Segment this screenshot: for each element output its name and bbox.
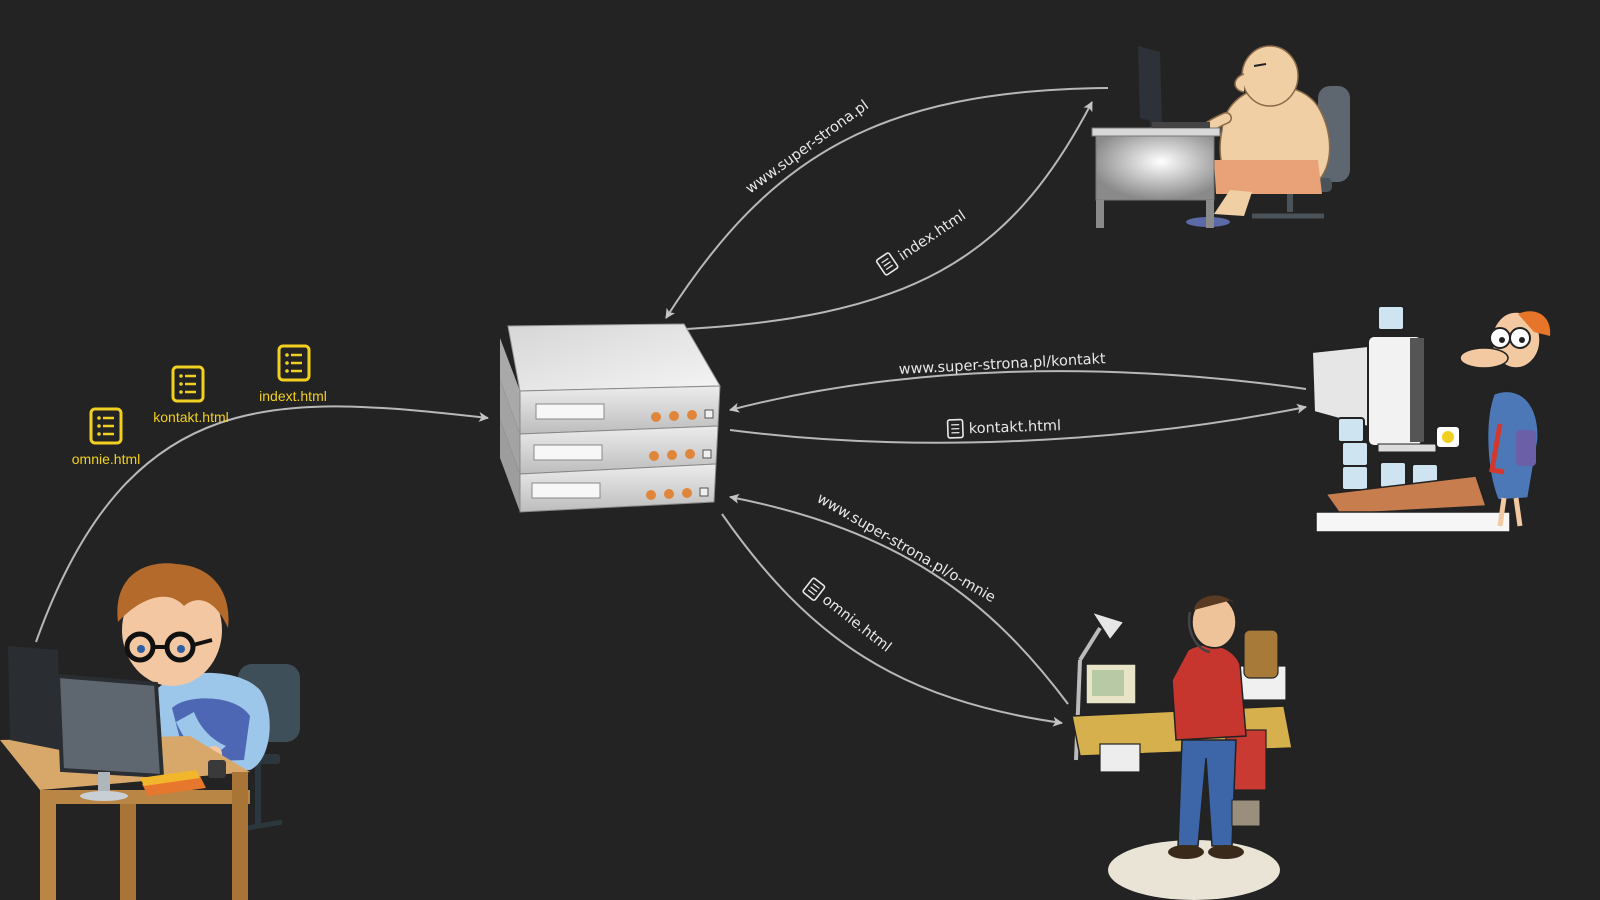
arrow-request-home: [665, 87, 1109, 319]
document-list-icon: [89, 407, 123, 445]
request-label-home: www.super-strona.pl: [743, 97, 872, 197]
arrow-response-home: [663, 101, 1093, 331]
url-about-text: www.super-strona.pl/o-mnie: [814, 491, 998, 606]
uploaded-file-kontakt: kontakt.html: [153, 365, 229, 425]
file-name-omnie: omnie.html: [72, 451, 140, 467]
uploaded-file-indext: indext.html: [259, 344, 327, 404]
coffee-drinker-at-computer-illustration: [1310, 305, 1551, 533]
man-at-computer-illustration: [1091, 45, 1350, 228]
document-list-icon: [277, 344, 311, 382]
response-about-text: omnie.html: [819, 592, 894, 656]
arrow-response-contact: [729, 403, 1307, 444]
response-label-contact: kontakt.html: [946, 418, 1062, 439]
busy-worker-illustration: [1071, 595, 1293, 900]
document-icon: [946, 418, 964, 439]
file-name-indext: indext.html: [259, 388, 327, 404]
document-list-icon: [171, 365, 205, 403]
arrows: [35, 87, 1307, 727]
response-contact-text: kontakt.html: [969, 418, 1062, 437]
response-label-home: index.html: [875, 208, 969, 276]
arrow-response-about: [721, 513, 1063, 727]
document-icon: [802, 577, 826, 601]
request-label-contact: www.super-strona.pl/kontakt: [898, 351, 1106, 378]
arrow-upload: [35, 405, 489, 643]
developer-at-desk-illustration: [0, 563, 300, 900]
url-home-text: www.super-strona.pl: [743, 97, 872, 197]
request-label-about: www.super-strona.pl/o-mnie: [814, 491, 998, 606]
document-icon: [875, 252, 899, 276]
arrow-request-about: [729, 493, 1069, 705]
response-label-about: omnie.html: [802, 577, 894, 656]
url-contact-text: www.super-strona.pl/kontakt: [898, 351, 1106, 378]
response-home-text: index.html: [896, 208, 969, 264]
server-rack-icon: [500, 323, 721, 513]
arrow-request-contact: [729, 370, 1307, 413]
uploaded-file-omnie: omnie.html: [72, 407, 140, 467]
file-name-kontakt: kontakt.html: [153, 409, 228, 425]
